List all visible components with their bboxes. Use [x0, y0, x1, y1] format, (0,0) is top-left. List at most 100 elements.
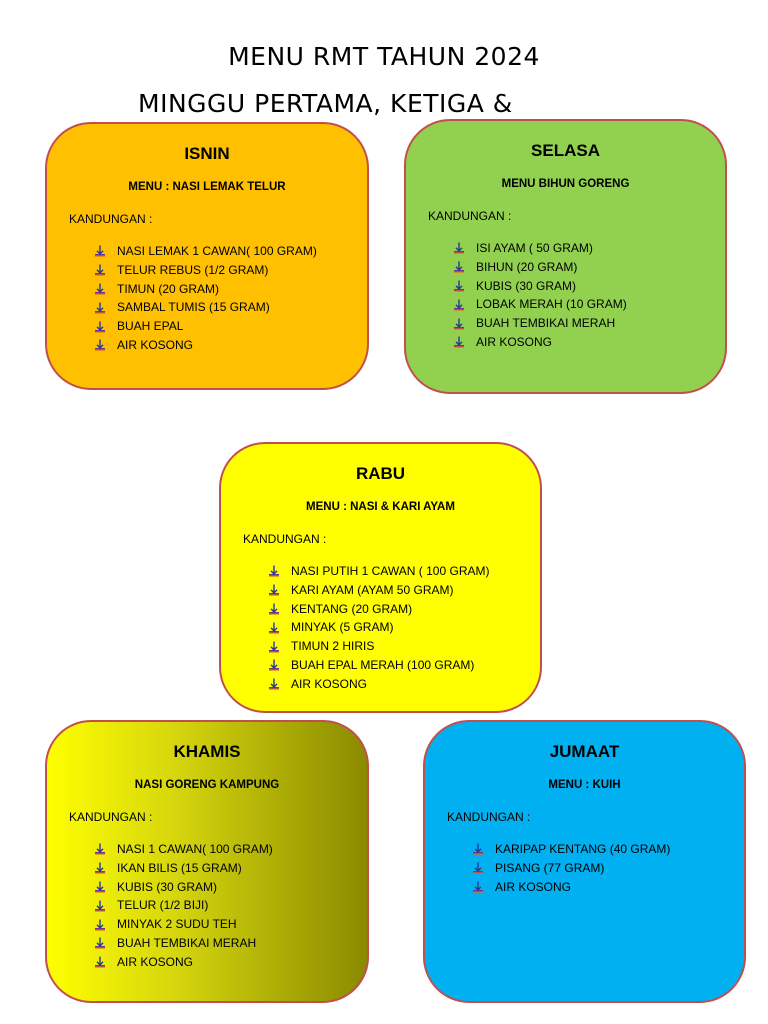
ingredient-text: NASI LEMAK 1 CAWAN( 100 GRAM) [117, 244, 317, 258]
list-item: NASI PUTIH 1 CAWAN ( 100 GRAM) [269, 562, 489, 581]
card-menu-title: MENU : KUIH [548, 779, 621, 791]
card-day-title: ISNIN [184, 144, 230, 163]
ingredient-text: BUAH EPAL MERAH (100 GRAM) [291, 657, 475, 672]
list-item: TIMUN (20 GRAM) [95, 280, 317, 299]
card-menu-title: MENU BIHUN GORENG [501, 178, 630, 190]
ingredient-text: LOBAK MERAH (10 GRAM) [476, 297, 627, 312]
down-arrow-bullet-icon [473, 881, 483, 893]
list-item: NASI 1 CAWAN( 100 GRAM) [95, 840, 273, 859]
card-kandungan-label: KANDUNGAN : [69, 810, 153, 824]
down-arrow-bullet-icon [95, 339, 105, 351]
ingredient-text: PISANG (77 GRAM) [495, 860, 605, 875]
list-item: KUBIS (30 GRAM) [454, 277, 627, 296]
ingredient-text: AIR KOSONG [117, 337, 194, 352]
list-item: TELUR (1/2 BIJI) [95, 896, 273, 915]
down-arrow-bullet-icon [473, 843, 483, 855]
list-item: MINYAK (5 GRAM) [269, 618, 489, 637]
list-item: BIHUN (20 GRAM) [454, 258, 627, 277]
down-arrow-bullet-icon [95, 900, 105, 912]
list-item: MINYAK 2 SUDU TEH [95, 915, 273, 934]
list-item: KARIPAP KENTANG (40 GRAM) [473, 840, 670, 859]
list-item: NASI LEMAK 1 CAWAN( 100 GRAM) [95, 242, 317, 261]
list-item: AIR KOSONG [95, 336, 317, 355]
down-arrow-bullet-icon [454, 318, 464, 330]
ingredient-text: KUBIS (30 GRAM) [476, 278, 577, 293]
down-arrow-bullet-icon [269, 641, 279, 653]
down-arrow-bullet-icon [269, 659, 279, 671]
list-item: KARI AYAM (AYAM 50 GRAM) [269, 581, 489, 600]
card-menu-title: NASI GORENG KAMPUNG [134, 779, 280, 791]
ingredient-text: NASI 1 CAWAN( 100 GRAM) [117, 842, 273, 856]
ingredient-text: ISI AYAM ( 50 GRAM) [476, 241, 593, 255]
ingredient-text: BUAH TEMBIKAI MERAH [117, 935, 257, 950]
list-item: SAMBAL TUMIS (15 GRAM) [95, 298, 317, 317]
down-arrow-bullet-icon [454, 261, 464, 273]
card-day-title: RABU [355, 464, 406, 483]
down-arrow-bullet-icon [269, 584, 279, 596]
card-kandungan-label: KANDUNGAN : [447, 810, 531, 824]
card-jumaat: JUMAAT MENU : KUIH KANDUNGAN : KARIPAP K… [423, 720, 746, 1003]
page-title: MENU RMT TAHUN 2024 [228, 42, 540, 71]
ingredient-text: MINYAK (5 GRAM) [291, 620, 394, 635]
card-kandungan-label: KANDUNGAN : [428, 209, 512, 223]
card-day-title: KHAMIS [173, 742, 241, 761]
list-item: BUAH TEMBIKAI MERAH [95, 934, 273, 953]
down-arrow-bullet-icon [95, 843, 105, 855]
ingredient-text: TELUR REBUS (1/2 GRAM) [117, 262, 269, 277]
ingredient-text: TIMUN (20 GRAM) [117, 281, 219, 296]
list-item: AIR KOSONG [95, 953, 273, 972]
down-arrow-bullet-icon [95, 283, 105, 295]
ingredient-text: KUBIS (30 GRAM) [117, 879, 218, 894]
list-item: BUAH TEMBIKAI MERAH [454, 314, 627, 333]
ingredient-text: AIR KOSONG [476, 334, 553, 349]
down-arrow-bullet-icon [95, 937, 105, 949]
list-item: TELUR REBUS (1/2 GRAM) [95, 261, 317, 280]
down-arrow-bullet-icon [269, 565, 279, 577]
down-arrow-bullet-icon [95, 264, 105, 276]
ingredient-text: KENTANG (20 GRAM) [291, 601, 413, 616]
ingredient-list: ISI AYAM ( 50 GRAM) BIHUN (20 GRAM) KUBIS … [454, 239, 627, 352]
list-item: IKAN BILIS (15 GRAM) [95, 859, 273, 878]
down-arrow-bullet-icon [95, 321, 105, 333]
ingredient-text: SAMBAL TUMIS (15 GRAM) [117, 300, 270, 315]
list-item: BUAH EPAL MERAH (100 GRAM) [269, 656, 489, 675]
ingredient-text: AIR KOSONG [291, 676, 368, 691]
down-arrow-bullet-icon [95, 302, 105, 314]
ingredient-text: BUAH TEMBIKAI MERAH [476, 316, 616, 331]
list-item: KUBIS (30 GRAM) [95, 878, 273, 897]
down-arrow-bullet-icon [95, 956, 105, 968]
down-arrow-bullet-icon [269, 603, 279, 615]
card-isnin: ISNIN MENU : NASI LEMAK TELUR KANDUNGAN … [45, 122, 369, 390]
ingredient-text: KARI AYAM (AYAM 50 GRAM) [291, 582, 454, 597]
ingredient-text: NASI PUTIH 1 CAWAN ( 100 GRAM) [291, 564, 490, 578]
ingredient-list: NASI PUTIH 1 CAWAN ( 100 GRAM) KARI AYAM … [269, 562, 489, 694]
down-arrow-bullet-icon [95, 919, 105, 931]
list-item: TIMUN 2 HIRIS [269, 637, 489, 656]
card-selasa: SELASA MENU BIHUN GORENG KANDUNGAN : ISI… [404, 119, 727, 394]
ingredient-text: TELUR (1/2 BIJI) [117, 898, 209, 913]
list-item: AIR KOSONG [454, 333, 627, 352]
page-subtitle: MINGGU PERTAMA, KETIGA & [138, 89, 513, 118]
list-item: ISI AYAM ( 50 GRAM) [454, 239, 627, 258]
ingredient-text: BUAH EPAL [117, 319, 184, 334]
card-kandungan-label: KANDUNGAN : [243, 532, 327, 546]
ingredient-list: NASI LEMAK 1 CAWAN( 100 GRAM) TELUR REBUS… [95, 242, 317, 355]
ingredient-text: AIR KOSONG [117, 954, 194, 969]
ingredient-text: TIMUN 2 HIRIS [291, 639, 375, 654]
list-item: AIR KOSONG [269, 675, 489, 694]
down-arrow-bullet-icon [95, 245, 105, 257]
card-menu-title: MENU : NASI & KARI AYAM [306, 501, 455, 513]
down-arrow-bullet-icon [454, 242, 464, 254]
down-arrow-bullet-icon [473, 862, 483, 874]
ingredient-list: NASI 1 CAWAN( 100 GRAM) IKAN BILIS (15 GR… [95, 840, 273, 972]
ingredient-text: BIHUN (20 GRAM) [476, 259, 578, 274]
down-arrow-bullet-icon [454, 336, 464, 348]
ingredient-text: IKAN BILIS (15 GRAM) [117, 860, 242, 875]
list-item: LOBAK MERAH (10 GRAM) [454, 295, 627, 314]
card-day-title: JUMAAT [549, 742, 620, 761]
ingredient-list: KARIPAP KENTANG (40 GRAM)PISANG (77 GRAM… [473, 840, 670, 896]
down-arrow-bullet-icon [95, 881, 105, 893]
ingredient-text: MINYAK 2 SUDU TEH [117, 917, 237, 932]
down-arrow-bullet-icon [269, 678, 279, 690]
down-arrow-bullet-icon [454, 299, 464, 311]
